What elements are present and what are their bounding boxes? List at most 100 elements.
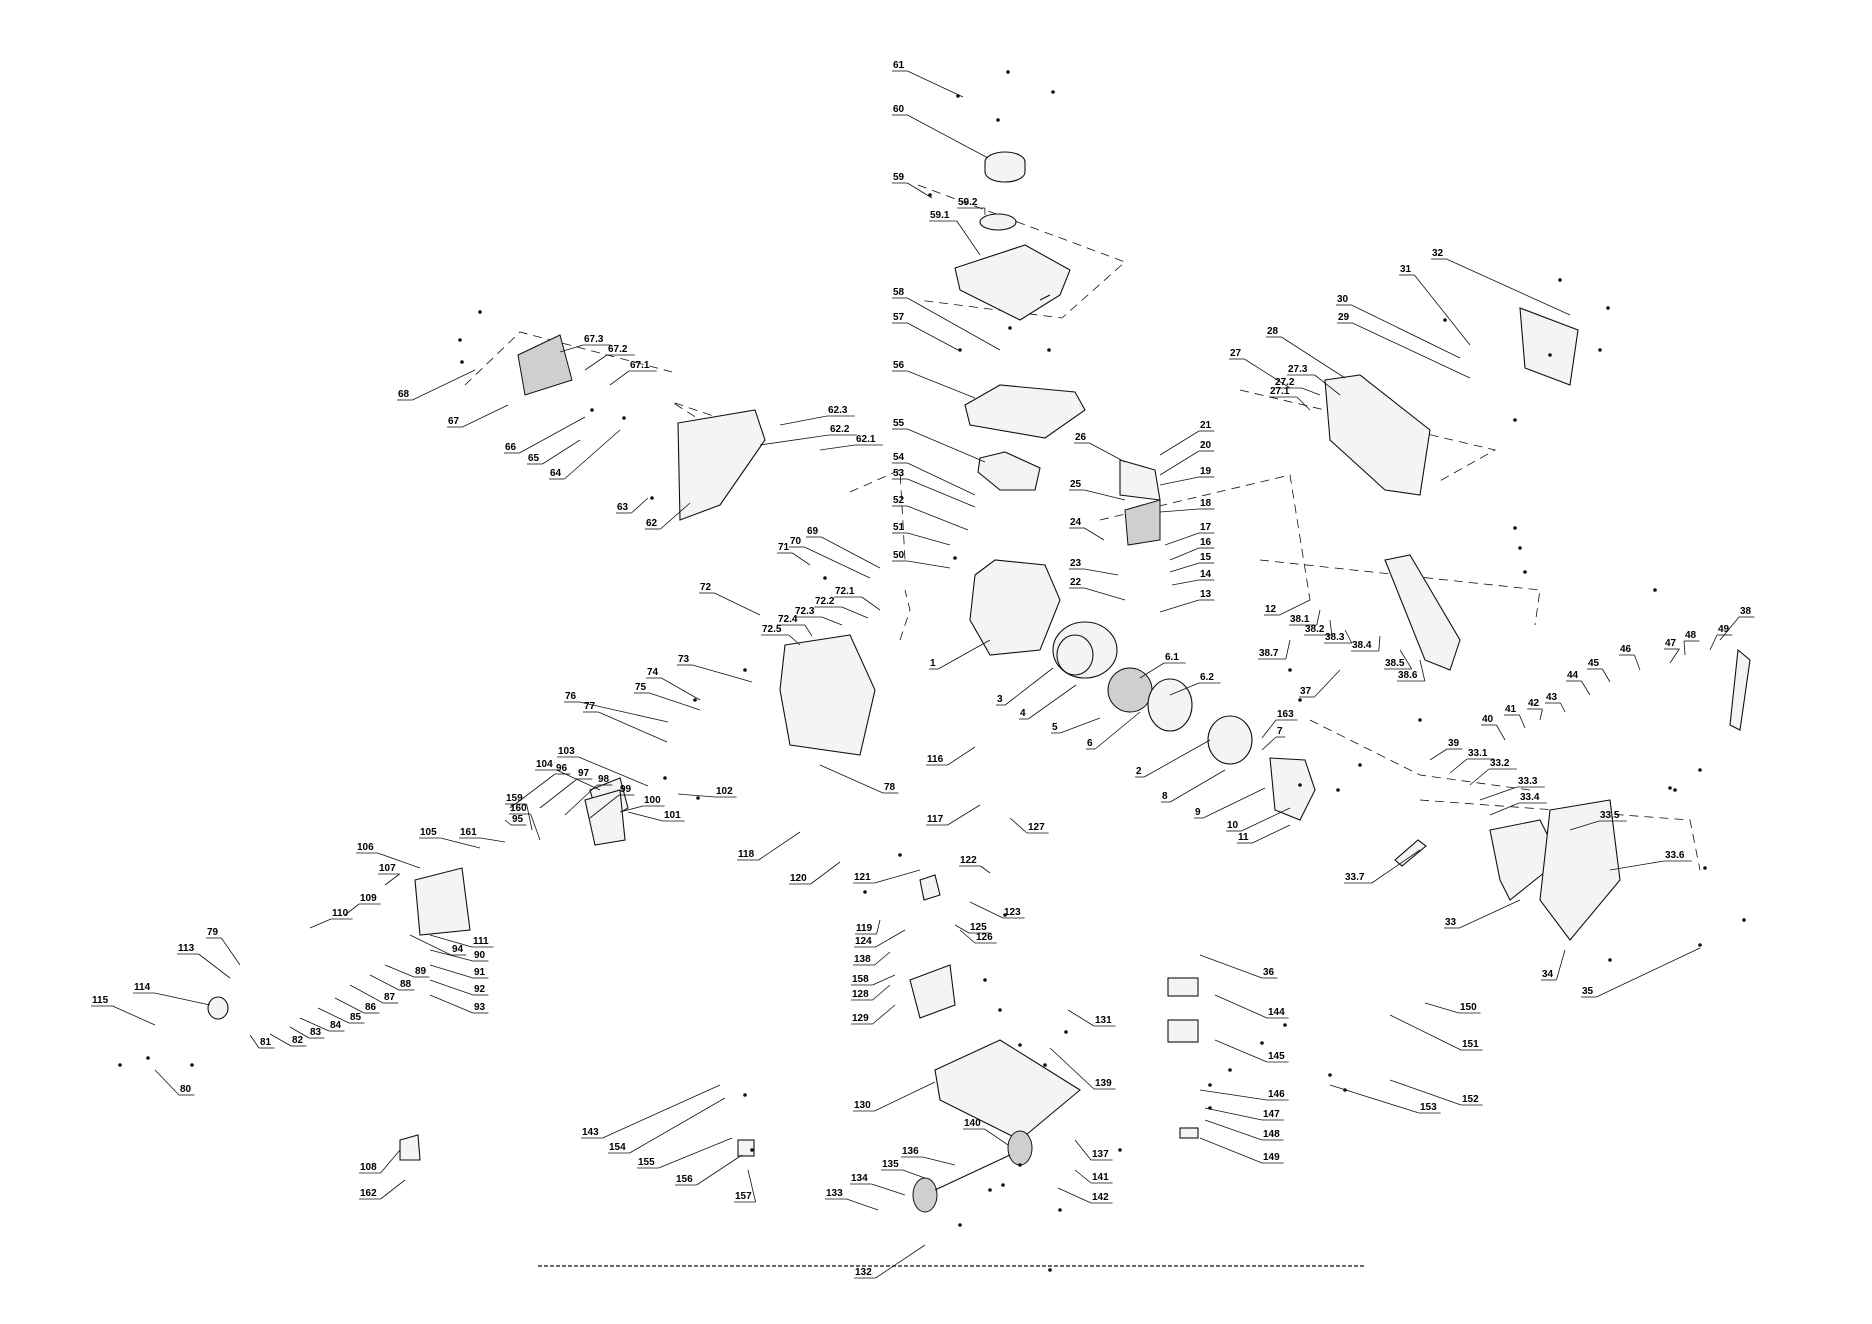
callout-leader-line [907,297,1001,351]
callout-label: 19 [1200,466,1212,477]
callout-20: 20 [1159,440,1215,476]
callout-label: 154 [609,1142,626,1153]
callout-87: 87 [349,984,399,1004]
callout-31: 31 [1399,264,1471,346]
callout-leader-line [1602,668,1611,683]
callout-label: 100 [644,795,661,806]
callout-label: 123 [1004,907,1021,918]
callout-leader-line [380,1179,406,1200]
callout-leader-line [530,813,541,841]
callout-leader-line [556,769,601,791]
callout-leader-line [509,773,556,809]
callout-leader-line [384,873,400,886]
callout-21: 21 [1159,420,1215,456]
callout-leader-line [309,918,332,929]
callout-135: 135 [881,1159,926,1179]
callout-138: 138 [853,951,891,966]
callout-leader-line [1279,599,1311,616]
callout-108: 108 [359,1149,401,1174]
callout-label: 152 [1462,1094,1479,1105]
callout-38-4: 38.4 [1351,635,1381,652]
callout-leader-line [564,784,598,816]
left-side-cover-drawing [779,634,876,756]
callout-39: 39 [1429,738,1463,761]
callout-leader-line [1329,1084,1420,1114]
callout-leader-line [1419,659,1426,682]
callout-leader-line [907,560,951,569]
callout-147: 147 [1204,1107,1284,1121]
callout-leader-line [1389,1079,1462,1106]
callout-leader-line [874,951,891,966]
callout-label: 38.4 [1352,640,1372,651]
callout-label: 33.7 [1345,872,1365,883]
callout-58: 58 [892,287,1001,351]
callout-75: 75 [634,682,701,711]
callout-33-4: 33.4 [1489,792,1547,816]
callout-label: 150 [1460,1002,1477,1013]
end-handle-drawing [1729,648,1751,731]
callout-leader-line [902,1169,926,1179]
callout-leader-line [1214,994,1268,1019]
callout-label: 3 [997,694,1003,705]
callout-27: 27 [1229,348,1291,389]
outlet-knob-drawing [207,996,229,1020]
callout-label: 4 [1020,708,1026,719]
callout-label: 67 [448,416,460,427]
callout-leader-line [631,497,649,514]
callout-label: 62.2 [830,424,850,435]
callout-leader-line [959,929,976,944]
callout-leader-line [819,764,884,794]
callout-leader-line [1261,736,1277,751]
callout-leader-line [907,478,976,508]
callout-143: 143 [581,1084,721,1139]
callout-leader-line [907,322,959,351]
callout-label: 77 [584,701,596,712]
battery-pad-drawing [1179,1127,1199,1139]
callout-label: 71 [778,542,790,553]
callout-label: 32 [1432,248,1444,259]
callout-59: 59 [892,172,933,199]
callout-label: 148 [1263,1129,1280,1140]
callout-38-5: 38.5 [1384,649,1413,670]
callout-label: 10 [1227,820,1239,831]
callout-label: 157 [735,1191,752,1202]
callout-leader-line [154,1069,180,1096]
callout-label: 45 [1588,658,1600,669]
callout-77: 77 [583,701,668,743]
callout-113: 113 [177,943,231,979]
callout-53: 53 [892,468,976,508]
callout-leader-line [619,805,644,813]
callout-label: 40 [1482,714,1494,725]
callout-label: 136 [902,1146,919,1157]
handle-bracket-drawing [1384,554,1461,671]
callout-62-3: 62.3 [779,405,855,426]
callout-label: 59 [893,172,905,183]
callout-leader-line [1285,639,1291,660]
callout-label: 141 [1092,1172,1109,1183]
callout-leader-line [810,861,841,885]
callout-leader-line [907,370,976,399]
callout-149: 149 [1199,1137,1284,1164]
callout-151: 151 [1389,1014,1483,1051]
axle-drawing [934,1154,1011,1191]
callout-label: 33.6 [1665,850,1685,861]
callout-28: 28 [1266,326,1346,379]
callout-label: 33.2 [1490,758,1510,769]
callout-label: 131 [1095,1015,1112,1026]
callout-label: 155 [638,1157,655,1168]
callout-leader-line [907,428,986,463]
callout-leader-line [846,1198,879,1211]
wheel-right-drawing [1007,1130,1033,1166]
callout-leader-line [747,1169,756,1203]
callout-label: 34 [1542,969,1554,980]
callout-leader-line [1424,1002,1460,1014]
callout-label: 161 [460,827,477,838]
callout-12: 12 [1264,599,1311,616]
callout-label: 113 [178,943,195,954]
callout-label: 149 [1263,1152,1280,1163]
callout-17: 17 [1164,522,1215,546]
callout-100: 100 [619,795,665,813]
callout-9: 9 [1194,787,1266,819]
rear-grille-drawing [1489,819,1561,901]
